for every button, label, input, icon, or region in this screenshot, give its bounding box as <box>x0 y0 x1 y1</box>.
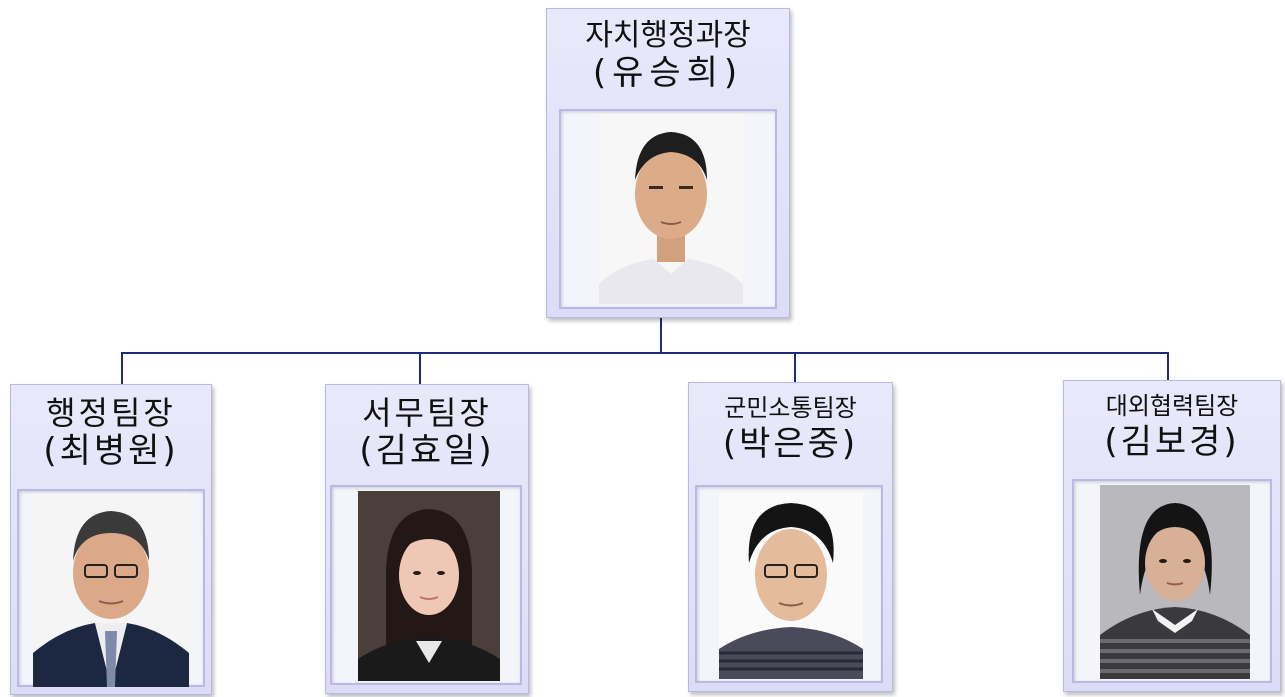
horizontal-connector <box>121 352 1169 354</box>
team4-connector <box>1167 352 1169 382</box>
team-photo-2 <box>358 491 500 681</box>
chief-photo <box>599 114 743 304</box>
team-card-3: 군민소통팀장 (박은중) <box>688 382 893 692</box>
team-photo-3 <box>719 493 863 679</box>
team-name-2: (김효일) <box>359 430 495 471</box>
chief-name: (유승희) <box>592 52 744 93</box>
portrait-photo-icon <box>358 491 500 681</box>
team1-connector <box>121 352 123 386</box>
team-name-3: (박은중) <box>722 423 859 464</box>
portrait-photo-icon <box>719 493 863 679</box>
portrait-photo-icon <box>599 114 743 304</box>
chief-title: 자치행정과장 <box>585 18 751 53</box>
team-photo-frame-4 <box>1072 479 1272 683</box>
team-photo-frame-2 <box>330 485 522 685</box>
team-card-1: 행정팀장 (최병원) <box>10 384 212 695</box>
team-card-4: 대외협력팀장 (김보경) <box>1063 380 1281 692</box>
team-title-2: 서무팀장 <box>362 394 492 432</box>
team-title-1: 행정팀장 <box>46 394 176 432</box>
team-title-3: 군민소통팀장 <box>724 394 857 422</box>
team-photo-1 <box>33 493 189 687</box>
chief-down-connector <box>660 318 662 353</box>
team-name-1: (최병원) <box>43 430 179 471</box>
team-title-4: 대외협력팀장 <box>1105 392 1239 420</box>
portrait-photo-icon <box>1100 485 1250 679</box>
team-photo-frame-3 <box>695 485 883 683</box>
team-name-4: (김보경) <box>1104 421 1240 462</box>
team-photo-frame-1 <box>17 489 205 687</box>
chief-photo-frame <box>559 109 777 309</box>
team3-connector <box>794 352 796 386</box>
team-photo-4 <box>1100 485 1250 679</box>
portrait-photo-icon <box>33 493 189 687</box>
team2-connector <box>419 352 421 386</box>
team-card-2: 서무팀장 (김효일) <box>325 384 529 694</box>
chief-card: 자치행정과장 (유승희) <box>546 8 790 318</box>
